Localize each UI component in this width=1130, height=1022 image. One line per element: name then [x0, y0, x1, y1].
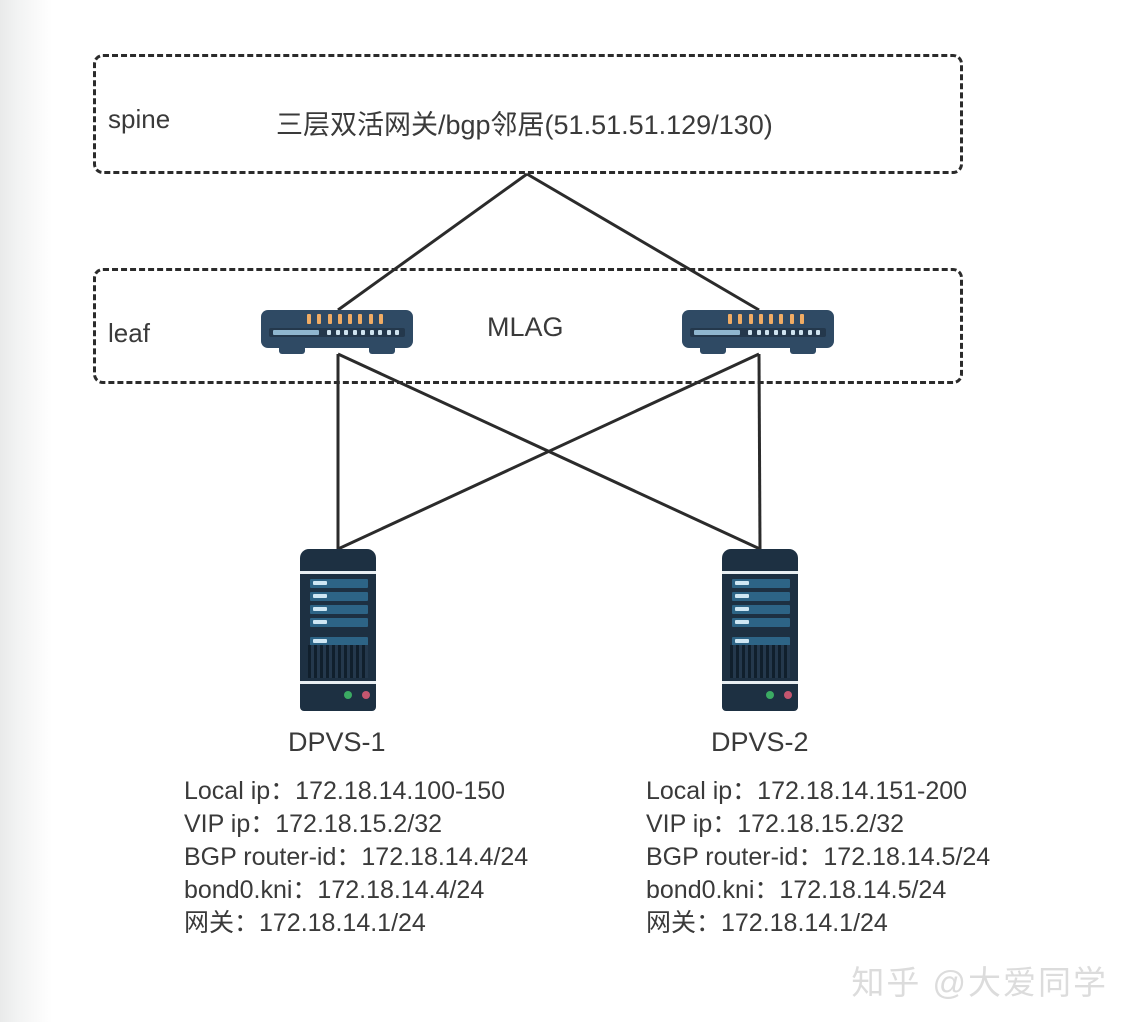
leaf-switch-left-icon: [261, 310, 413, 354]
info-local-ip: Local ip：172.18.14.151-200: [646, 777, 968, 805]
server-chassis: [300, 549, 376, 711]
server-ventilation-grille: [730, 645, 790, 678]
switch-port-leds: [327, 330, 399, 335]
info-vip-ip: VIP ip：172.18.15.2/32: [646, 810, 905, 838]
drive-bay: [310, 618, 368, 627]
drive-bay: [732, 579, 790, 588]
server-bottom-divider: [722, 681, 798, 684]
server-top-divider: [300, 571, 376, 574]
leaf-zone-label: leaf: [108, 318, 150, 348]
info-bond0-kni: bond0.kni：172.18.14.5/24: [646, 876, 947, 904]
leaf-zone-box: [93, 268, 963, 384]
server-chassis: [722, 549, 798, 711]
switch-status-leds: [307, 314, 383, 324]
mlag-label: MLAG: [487, 312, 564, 342]
drive-bay: [732, 637, 790, 646]
server-status-leds: [766, 691, 792, 699]
drive-bay: [310, 592, 368, 601]
dpvs-1-label: DPVS-1: [288, 727, 386, 757]
drive-bay: [310, 605, 368, 614]
server-bottom-divider: [300, 681, 376, 684]
dpvs-2-server-icon: [722, 549, 798, 711]
info-local-ip: Local ip：172.18.14.100-150: [184, 777, 506, 805]
info-bgp-router-id: BGP router-id：172.18.14.4/24: [184, 843, 529, 871]
drive-bay: [732, 618, 790, 627]
left-edge-shading: [0, 0, 52, 1022]
info-gateway: 网关：172.18.14.1/24: [184, 909, 426, 937]
info-bond0-kni: bond0.kni：172.18.14.4/24: [184, 876, 485, 904]
dpvs-2-label: DPVS-2: [711, 727, 809, 757]
switch-port-leds: [748, 330, 820, 335]
drive-bay: [310, 637, 368, 646]
switch-status-leds: [728, 314, 804, 324]
info-bgp-router-id: BGP router-id：172.18.14.5/24: [646, 843, 991, 871]
watermark: 知乎 @大爱同学: [851, 964, 1108, 1001]
server-ventilation-grille: [308, 645, 368, 678]
spine-zone-label: spine: [108, 104, 171, 134]
dpvs-1-server-icon: [300, 549, 376, 711]
switch-foot-left: [700, 348, 726, 354]
spine-zone-box: [93, 54, 963, 174]
info-gateway: 网关：172.18.14.1/24: [646, 909, 888, 937]
info-vip-ip: VIP ip：172.18.15.2/32: [184, 810, 443, 838]
dpvs-1-info-block: Local ip：172.18.14.100-150 VIP ip：172.18…: [184, 775, 528, 940]
leaf-switch-right-icon: [682, 310, 834, 354]
switch-foot-right: [790, 348, 816, 354]
server-status-leds: [344, 691, 370, 699]
spine-zone-description: 三层双活网关/bgp邻居(51.51.51.129/130): [276, 110, 773, 140]
switch-foot-right: [369, 348, 395, 354]
switch-foot-left: [279, 348, 305, 354]
drive-bay: [310, 579, 368, 588]
server-top-divider: [722, 571, 798, 574]
switch-display-bar: [694, 330, 740, 335]
drive-bay: [732, 605, 790, 614]
switch-display-bar: [273, 330, 319, 335]
dpvs-2-info-block: Local ip：172.18.14.151-200 VIP ip：172.18…: [646, 775, 990, 940]
drive-bay: [732, 592, 790, 601]
